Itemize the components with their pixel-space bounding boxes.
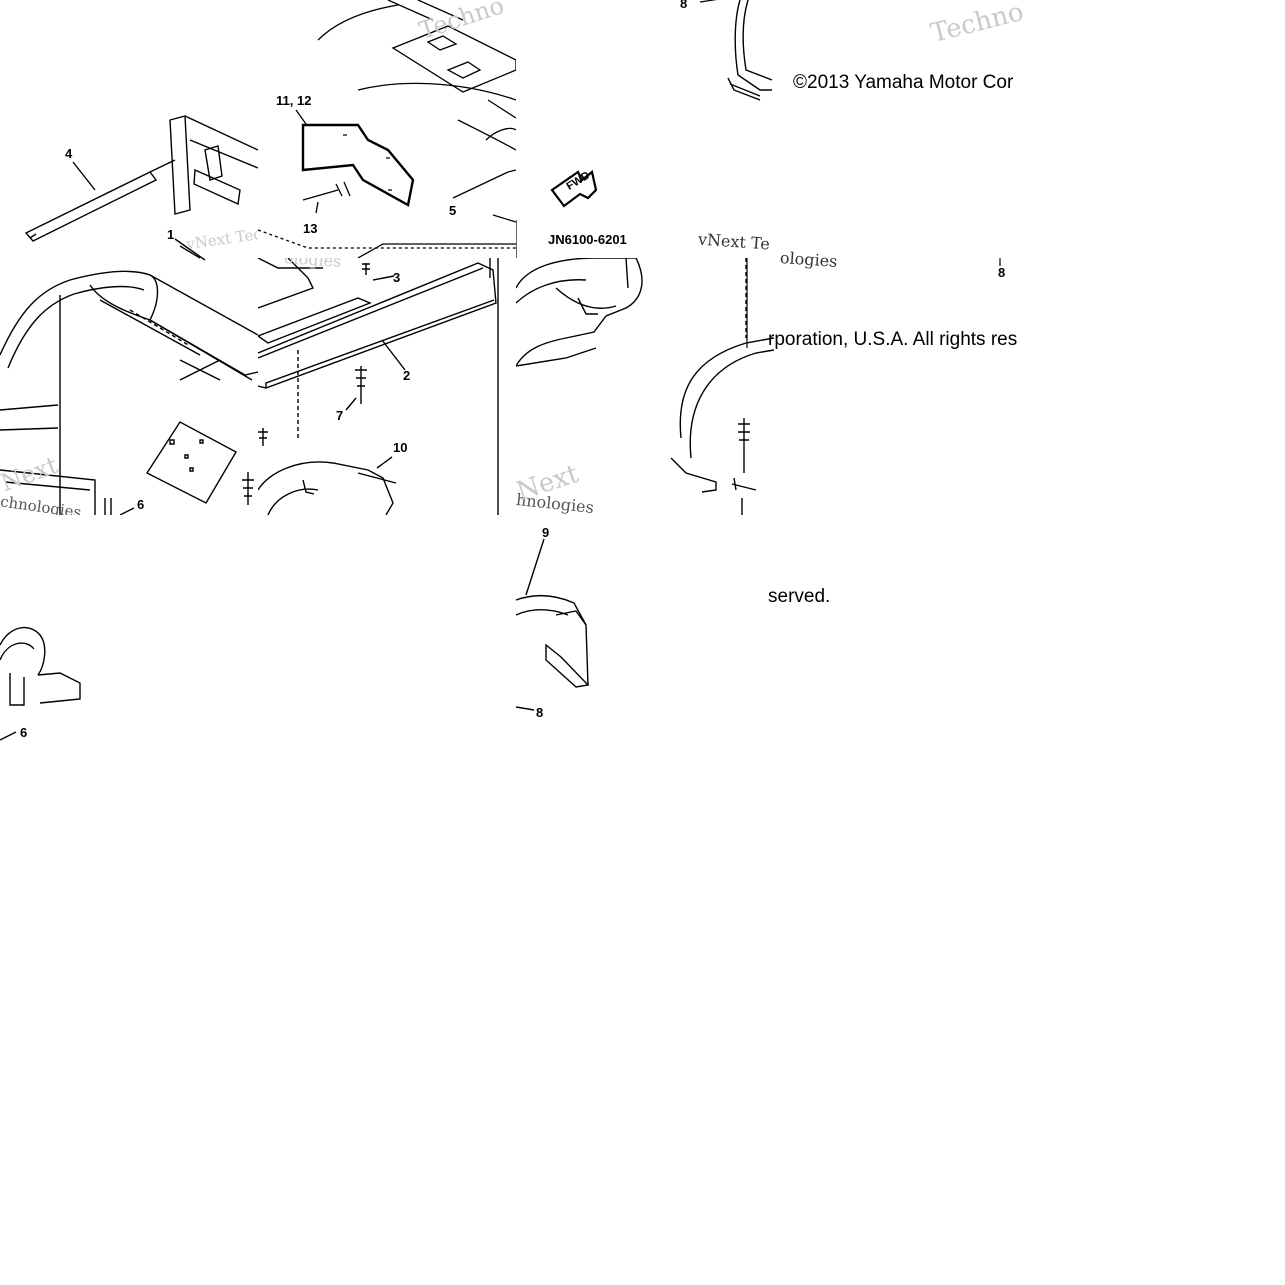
mudguard-drawing bbox=[727, 0, 772, 101]
tile-mudguard bbox=[720, 0, 772, 110]
callout-8-b: 8 bbox=[998, 265, 1006, 280]
tile-fwd: FWD bbox=[516, 110, 774, 258]
copyright-middle: rporation, U.S.A. All rights res bbox=[768, 329, 1018, 350]
rear-frame-drawing bbox=[0, 115, 258, 515]
tile-tube-bend bbox=[0, 515, 90, 745]
copyright-top: ©2013 Yamaha Motor Cor bbox=[793, 72, 1014, 93]
callout-1: 1 bbox=[167, 227, 175, 242]
callout-4: 4 bbox=[65, 146, 73, 161]
callout-8-c: 8 bbox=[536, 705, 544, 720]
tile-brackets: Techno bbox=[258, 0, 516, 258]
copyright-bottom: served. bbox=[768, 586, 831, 607]
fwd-drawing bbox=[516, 170, 598, 258]
watermark-ologies-b: ologies bbox=[779, 248, 839, 271]
callout-7: 7 bbox=[336, 408, 344, 423]
tile-rear-fender: hnologies Next bbox=[516, 258, 774, 515]
callout-13: 13 bbox=[303, 221, 318, 236]
callout-3: 3 bbox=[393, 270, 401, 285]
tile-side-bar: ologies bbox=[258, 258, 516, 515]
lower-fender-drawing bbox=[516, 538, 590, 711]
tile-lower-fender bbox=[516, 515, 616, 720]
part-code: JN6100-6201 bbox=[548, 232, 627, 247]
callout-6-b: 6 bbox=[20, 725, 28, 740]
tube-bend-drawing bbox=[0, 626, 81, 741]
rear-fender-drawing bbox=[516, 258, 774, 515]
tile-rear-frame: vNext Tec chnologies Next bbox=[0, 110, 258, 515]
callout-8-a: 8 bbox=[680, 0, 688, 11]
side-bar-drawing bbox=[258, 258, 499, 515]
callout-2: 2 bbox=[403, 368, 411, 383]
callout-11-12: 11, 12 bbox=[276, 93, 312, 108]
brackets-drawing bbox=[258, 0, 516, 258]
callout-6-a: 6 bbox=[137, 497, 145, 512]
callout-9: 9 bbox=[542, 525, 550, 540]
watermark-techno-b: Techno bbox=[927, 0, 1027, 49]
callout-10: 10 bbox=[393, 440, 408, 455]
callout-5: 5 bbox=[449, 203, 457, 218]
